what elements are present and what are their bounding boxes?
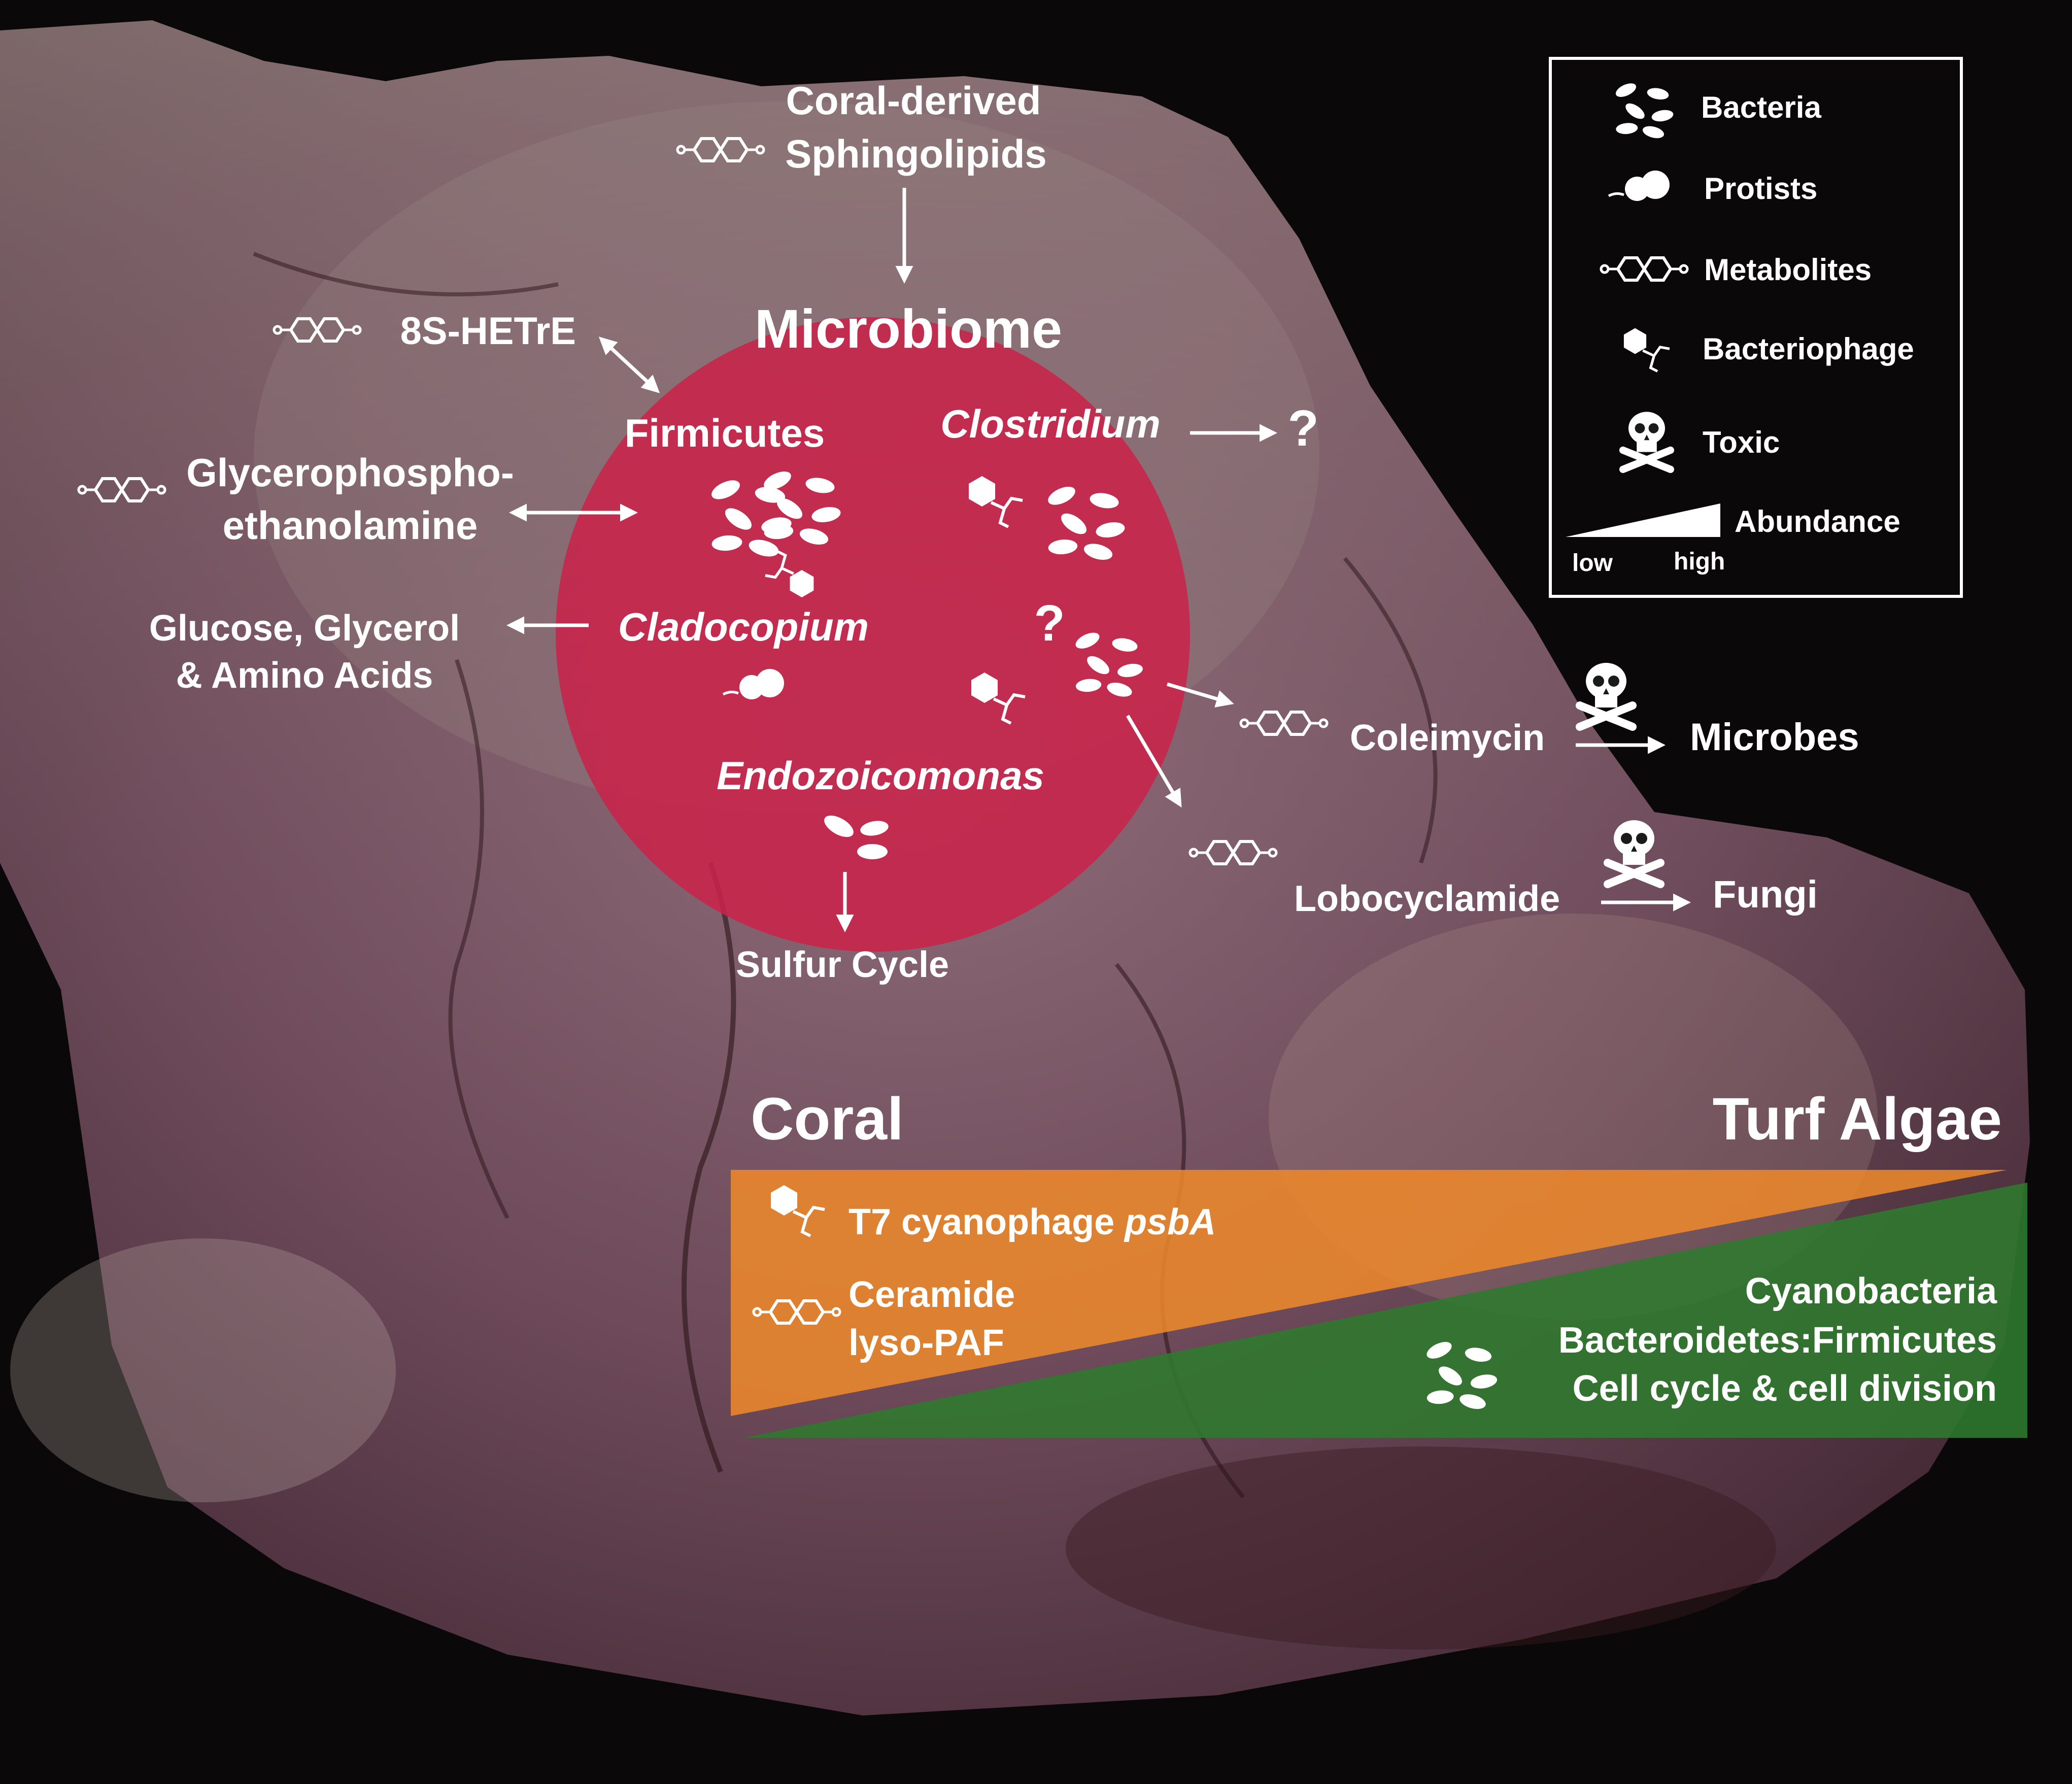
coral-wedge (731, 1170, 2007, 1416)
glycero-label-2: ethanolamine (223, 503, 478, 548)
legend-label-bacteria: Bacteria (1701, 90, 1821, 124)
firmicutes-label: Firmicutes (625, 411, 825, 455)
sphingolipids-label-1: Coral-derived (786, 78, 1041, 123)
lyso-paf-label: lyso-PAF (848, 1323, 1004, 1363)
arrow-lobocyclamide (1126, 715, 1182, 808)
glycero-label-1: Glycerophospho- (186, 450, 514, 495)
arrows (506, 188, 1691, 932)
abundance-wedge-icon (1566, 503, 1720, 537)
legend-box (1549, 57, 1963, 598)
glucose-label-2: & Amino Acids (176, 655, 433, 696)
cyanophage-label: T7 cyanophage psbA (848, 1202, 1216, 1242)
unknown-mark: ? (1287, 400, 1318, 457)
legend-label-abundance: Abundance (1735, 504, 1900, 538)
cell-cycle-label: Cell cycle & cell division (1573, 1368, 1997, 1409)
legend-label-protists: Protists (1704, 172, 1817, 206)
arrow-coleimycin (1167, 682, 1234, 708)
ceramide-label: Ceramide (848, 1274, 1015, 1315)
cyanobacteria-label: Cyanobacteria (1745, 1271, 1997, 1311)
sulfur-cycle-label: Sulfur Cycle (736, 945, 949, 985)
arrow-hetre (598, 336, 660, 393)
legend-low: low (1572, 550, 1613, 577)
glucose-label-1: Glucose, Glycerol (149, 608, 460, 649)
fungi-label: Fungi (1713, 873, 1818, 916)
hetre-label: 8S-HETrE (400, 310, 576, 353)
coral-label: Coral (751, 1086, 904, 1153)
sphingolipids-label-2: Sphingolipids (785, 131, 1047, 176)
turf-algae-label: Turf Algae (1713, 1086, 2002, 1153)
microbiome-title: Microbiome (755, 298, 1062, 359)
clostridium-label: Clostridium (940, 401, 1160, 446)
bacteroidetes-firmicutes-label: Bacteroidetes:Firmicutes (1558, 1320, 1997, 1361)
legend-high: high (1674, 548, 1725, 575)
legend-label-bacteriophage: Bacteriophage (1703, 332, 1914, 366)
turf-wedge (743, 1183, 2027, 1438)
cyanophage-prefix: T7 cyanophage (848, 1202, 1125, 1242)
bacteria-icon (824, 815, 889, 859)
endozoicomonas-label: Endozoicomonas (717, 753, 1044, 798)
legend: Bacteria Protists Metabolites Bacterioph… (1549, 57, 1963, 598)
abundance-gradient (731, 1170, 2027, 1438)
lobocyclamide-label: Lobocyclamide (1294, 879, 1560, 919)
cyanophage-gene: psbA (1124, 1202, 1216, 1242)
legend-label-metabolites: Metabolites (1704, 253, 1872, 287)
legend-label-toxic: Toxic (1703, 425, 1780, 459)
unknown-mark: ? (1034, 595, 1065, 652)
coleimycin-label: Coleimycin (1350, 718, 1545, 758)
microbiome-circle (556, 317, 1190, 952)
cladocopium-label: Cladocopium (618, 604, 869, 649)
microbes-label: Microbes (1690, 716, 1859, 759)
